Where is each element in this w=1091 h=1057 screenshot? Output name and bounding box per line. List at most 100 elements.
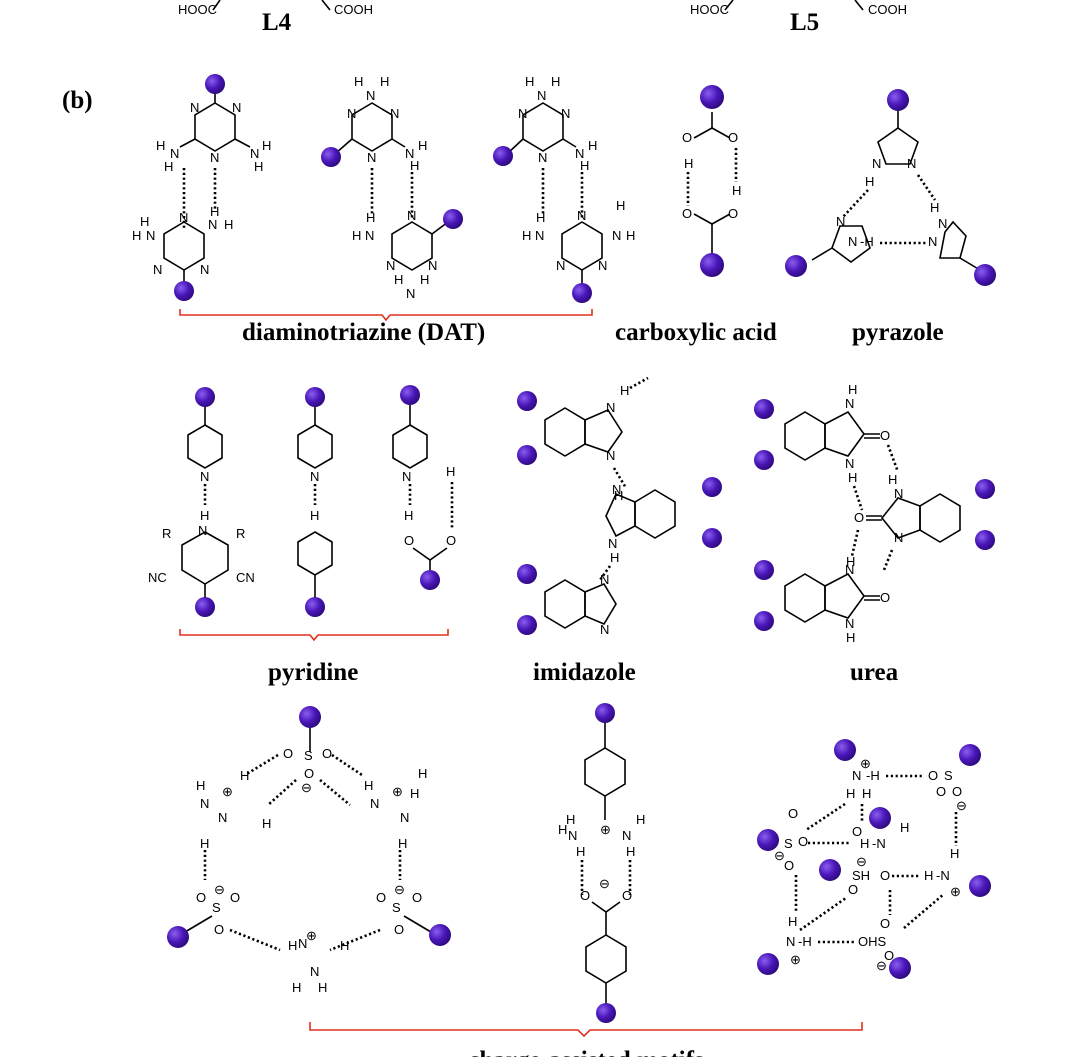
svg-text:N: N [390, 106, 399, 121]
svg-text:H: H [588, 138, 597, 153]
node-sphere [420, 570, 440, 590]
svg-text:S: S [212, 900, 221, 915]
svg-text:H: H [354, 74, 363, 89]
svg-text:N: N [310, 469, 319, 484]
svg-text:N: N [872, 156, 881, 171]
svg-text:H: H [950, 846, 959, 861]
svg-text:O: O [848, 882, 858, 897]
node-sphere [195, 387, 215, 407]
svg-text:N: N [845, 396, 854, 411]
group-label-carboxylic-acid: carboxylic acid [615, 319, 777, 346]
svg-text:O: O [852, 824, 862, 839]
svg-text:H: H [522, 228, 531, 243]
svg-text:N: N [600, 622, 609, 637]
svg-text:N: N [406, 286, 415, 301]
svg-text:H: H [888, 472, 897, 487]
svg-text:O: O [854, 510, 864, 525]
svg-text:H: H [620, 383, 629, 398]
node-sphere [517, 445, 537, 465]
svg-text:N: N [598, 258, 607, 273]
svg-text:O: O [952, 784, 962, 799]
svg-text:H: H [200, 508, 209, 523]
node-sphere [195, 597, 215, 617]
node-sphere [969, 875, 991, 897]
node-sphere [702, 477, 722, 497]
svg-text:H: H [380, 74, 389, 89]
svg-text:H: H [410, 158, 419, 173]
svg-text:⊖: ⊖ [599, 876, 610, 891]
svg-text:N: N [938, 216, 947, 231]
svg-text:H: H [536, 210, 545, 225]
node-sphere [887, 89, 909, 111]
svg-text:N: N [153, 262, 162, 277]
svg-text:⊖: ⊖ [956, 798, 967, 813]
svg-text:H: H [262, 816, 271, 831]
svg-text:O: O [580, 888, 590, 903]
svg-text:O: O [880, 590, 890, 605]
svg-text:N: N [208, 217, 217, 232]
svg-text:N: N [556, 258, 565, 273]
node-sphere [754, 560, 774, 580]
svg-text:O: O [788, 806, 798, 821]
svg-text:N: N [405, 146, 414, 161]
svg-text:N: N [250, 146, 259, 161]
hooc-label-l4: HOOC [178, 2, 217, 17]
svg-text:⊖: ⊖ [876, 958, 887, 973]
ligand-strip: HOOC COOH L4 HOOC COOH L5 [178, 0, 907, 36]
group-label-dat: diaminotriazine (DAT) [242, 319, 485, 346]
svg-text:N: N [535, 228, 544, 243]
svg-text:⊖: ⊖ [774, 848, 785, 863]
svg-text:⊕: ⊕ [600, 822, 611, 837]
svg-text:H: H [156, 138, 165, 153]
svg-text:O: O [394, 922, 404, 937]
svg-text:N: N [622, 828, 631, 843]
svg-text:-H: -H [798, 934, 812, 949]
svg-text:H: H [262, 138, 271, 153]
svg-text:O: O [446, 533, 456, 548]
cooh-label-l5: COOH [868, 2, 907, 17]
svg-text:N: N [538, 150, 547, 165]
group-label-charge-assisted: charge-assisted motifs [468, 1047, 704, 1057]
node-sphere [305, 387, 325, 407]
svg-text:H: H [900, 820, 909, 835]
svg-text:H: H [525, 74, 534, 89]
pyridine-bracket [179, 629, 449, 642]
svg-text:H: H [292, 980, 301, 995]
node-sphere [819, 859, 841, 881]
svg-text:H: H [566, 812, 575, 827]
svg-text:R: R [162, 526, 171, 541]
svg-text:N: N [575, 146, 584, 161]
svg-text:H: H [860, 836, 869, 851]
node-sphere [959, 744, 981, 766]
svg-text:N: N [210, 150, 219, 165]
svg-text:⊕: ⊕ [790, 952, 801, 967]
svg-text:O: O [682, 206, 692, 221]
group-label-urea: urea [850, 659, 899, 686]
node-sphere [754, 399, 774, 419]
svg-text:O: O [884, 948, 894, 963]
svg-text:H: H [310, 508, 319, 523]
svg-text:N: N [608, 536, 617, 551]
svg-text:N: N [612, 228, 621, 243]
urea-chain: NN HH O H O NN H NN H O [784, 382, 961, 645]
svg-text:O: O [196, 890, 206, 905]
svg-text:H: H [240, 768, 249, 783]
svg-text:O: O [798, 834, 808, 849]
svg-text:N: N [518, 106, 527, 121]
svg-text:O: O [214, 922, 224, 937]
svg-text:⊖: ⊖ [394, 882, 405, 897]
node-sphere [889, 957, 911, 979]
svg-text:H: H [924, 868, 933, 883]
svg-text:OHS: OHS [858, 934, 887, 949]
node-sphere [493, 146, 513, 166]
row1-nodes [174, 74, 996, 303]
svg-text:N: N [179, 210, 188, 225]
node-sphere [517, 615, 537, 635]
svg-text:N: N [232, 100, 241, 115]
svg-text:N: N [198, 523, 207, 538]
svg-text:N: N [894, 486, 903, 501]
svg-text:⊖: ⊖ [856, 854, 867, 869]
svg-text:H: H [862, 786, 871, 801]
